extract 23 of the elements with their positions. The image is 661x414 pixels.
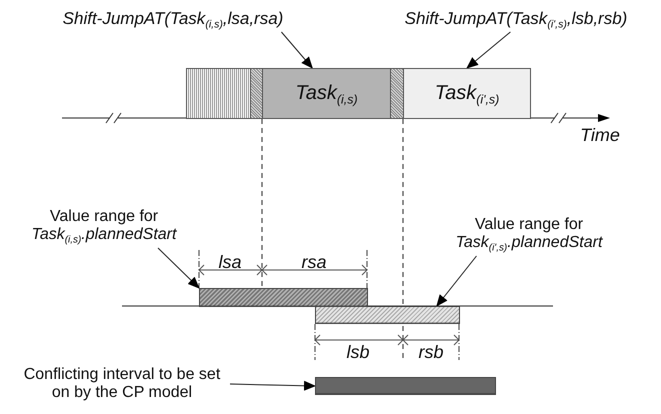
hatched-segment: [390, 68, 404, 119]
arrow: [158, 248, 200, 289]
dimension-label: rsa: [302, 252, 326, 273]
task-box: Task$_{(i',s)}$: [403, 68, 531, 119]
range-bar: [315, 306, 460, 324]
range-bar: [199, 288, 368, 307]
hatched-segment: [250, 68, 263, 119]
function-call-text: Shift-JumpAT(Task$_{(i,s)}$,lsa,rsa): [34, 6, 312, 32]
dimension-label: rsb: [418, 342, 444, 363]
arrow: [230, 380, 316, 391]
note-text: Value range for Task$_{(i',s)}$.plannedStart: [428, 212, 630, 256]
axis-label: Time: [580, 125, 620, 146]
task-box: Task$_{(i,s)}$: [262, 68, 391, 119]
arrow: [280, 32, 313, 69]
hatched-segment: [186, 68, 251, 119]
arrow: [466, 32, 511, 69]
arrow: [436, 256, 477, 307]
dimension-label: lsa: [218, 252, 242, 273]
function-call-text: Shift-JumpAT(Task$_{(i',s)}$,lsb,rsb): [376, 6, 656, 32]
range-bar: [315, 377, 496, 395]
note-text: Conflicting interval to be set on by the CP model: [14, 362, 230, 406]
dimension-label: lsb: [346, 342, 370, 363]
note-text: Value range for Task$_{(i,s)}$.plannedStart: [4, 204, 204, 248]
